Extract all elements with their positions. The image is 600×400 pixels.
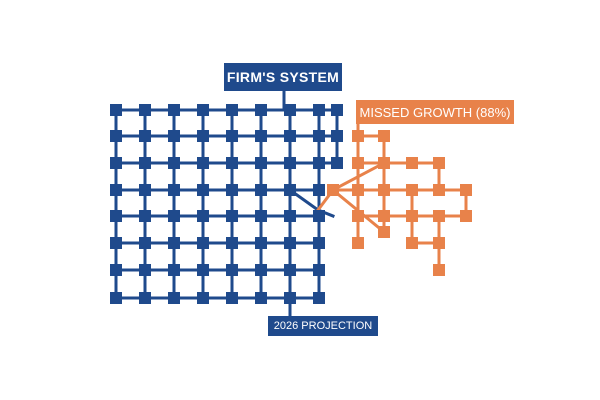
- growth-edge: [330, 160, 387, 193]
- system-node: [313, 264, 325, 276]
- growth-node: [352, 130, 364, 142]
- growth-node: [378, 210, 390, 222]
- system-node: [197, 130, 209, 142]
- system-node: [313, 157, 325, 169]
- system-node: [255, 292, 267, 304]
- system-node: [226, 292, 238, 304]
- system-node: [168, 130, 180, 142]
- growth-node: [406, 157, 418, 169]
- system-node: [197, 184, 209, 196]
- system-node: [197, 264, 209, 276]
- system-node: [226, 184, 238, 196]
- system-node: [226, 157, 238, 169]
- system-node: [110, 104, 122, 116]
- system-node: [226, 237, 238, 249]
- system-node: [284, 237, 296, 249]
- system-node: [110, 130, 122, 142]
- system-node: [226, 264, 238, 276]
- system-node: [255, 104, 267, 116]
- system-node: [197, 237, 209, 249]
- system-node: [197, 210, 209, 222]
- system-node: [313, 130, 325, 142]
- system-node: [168, 157, 180, 169]
- growth-node: [378, 184, 390, 196]
- system-node: [197, 292, 209, 304]
- system-node: [313, 292, 325, 304]
- system-node: [139, 237, 151, 249]
- system-node: [168, 184, 180, 196]
- growth-node: [352, 237, 364, 249]
- system-node: [110, 292, 122, 304]
- system-node: [255, 264, 267, 276]
- system-node: [226, 210, 238, 222]
- system-node: [110, 264, 122, 276]
- growth-node: [406, 210, 418, 222]
- system-node: [168, 237, 180, 249]
- system-node: [284, 210, 296, 222]
- system-node: [255, 210, 267, 222]
- growth-node: [352, 184, 364, 196]
- system-node: [313, 210, 325, 222]
- system-node: [168, 264, 180, 276]
- system-node: [313, 104, 325, 116]
- system-node: [168, 210, 180, 222]
- system-node: [284, 292, 296, 304]
- growth-node: [378, 157, 390, 169]
- growth-node: [378, 226, 390, 238]
- firms-system-label: FIRM'S SYSTEM: [224, 63, 342, 91]
- system-node: [226, 130, 238, 142]
- system-node: [110, 157, 122, 169]
- growth-node: [433, 157, 445, 169]
- growth-node: [460, 184, 472, 196]
- system-node: [331, 157, 343, 169]
- system-node: [139, 292, 151, 304]
- growth-node: [460, 210, 472, 222]
- system-node: [110, 237, 122, 249]
- growth-node: [327, 184, 339, 196]
- missed-growth-label: MISSED GROWTH (88%): [356, 100, 514, 124]
- diagram-nodes: [110, 104, 472, 304]
- growth-node: [433, 210, 445, 222]
- system-node: [139, 104, 151, 116]
- system-node: [139, 264, 151, 276]
- system-node: [226, 104, 238, 116]
- system-node: [110, 210, 122, 222]
- growth-node: [378, 130, 390, 142]
- system-node: [197, 104, 209, 116]
- system-node: [255, 157, 267, 169]
- system-node: [284, 130, 296, 142]
- growth-node: [352, 210, 364, 222]
- system-node: [110, 184, 122, 196]
- growth-node: [433, 237, 445, 249]
- system-node: [197, 157, 209, 169]
- growth-node: [406, 184, 418, 196]
- system-node: [139, 157, 151, 169]
- system-node: [284, 104, 296, 116]
- system-node: [284, 157, 296, 169]
- system-node: [139, 130, 151, 142]
- system-node: [255, 237, 267, 249]
- projection-label: 2026 PROJECTION: [268, 316, 378, 336]
- growth-node: [433, 264, 445, 276]
- growth-node: [406, 237, 418, 249]
- system-node: [313, 184, 325, 196]
- system-node: [331, 130, 343, 142]
- system-node: [168, 104, 180, 116]
- system-node: [331, 104, 343, 116]
- system-node: [139, 210, 151, 222]
- growth-node: [352, 157, 364, 169]
- system-node: [255, 130, 267, 142]
- system-node: [139, 184, 151, 196]
- growth-node: [433, 184, 445, 196]
- system-node: [168, 292, 180, 304]
- system-node: [255, 184, 267, 196]
- system-node: [284, 264, 296, 276]
- system-node: [313, 237, 325, 249]
- system-node: [284, 184, 296, 196]
